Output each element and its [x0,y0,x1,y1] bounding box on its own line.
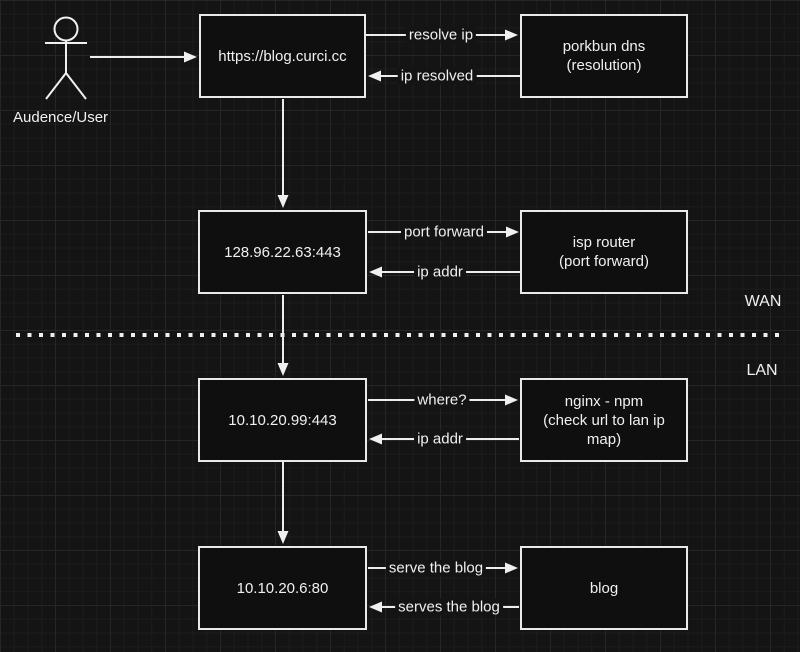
node-lan-proxy: 10.10.20.99:443 [198,378,367,462]
node-wan-ip: 128.96.22.63:443 [198,210,367,294]
edge-label-resolve-ip: resolve ip [405,26,477,44]
service-blog-label: blog [589,579,619,597]
node-wan-ip-label: 128.96.22.63:443 [224,243,341,261]
node-lan-proxy-label: 10.10.20.99:443 [228,411,337,429]
edge-label-port-forward: port forward [400,223,488,241]
service-isp-router: isp router (port forward) [520,210,688,294]
service-nginx-npm-label: nginx - npm (check url to lan ip map) [543,392,665,448]
service-isp-router-label: isp router (port forward) [558,234,650,270]
node-url-label: https://blog.curci.cc [218,47,347,65]
edge-label-serves-the-blog: serves the blog [395,598,503,616]
wan-lan-separator-dotted-line [16,333,782,337]
actor-label: Audence/User [13,109,109,126]
edge-label-serve-the-blog: serve the blog [385,559,487,577]
node-url: https://blog.curci.cc [199,14,366,98]
edge-label-ip-resolved: ip resolved [397,67,477,85]
edge-label-where: where? [414,391,470,409]
service-nginx-npm: nginx - npm (check url to lan ip map) [520,378,688,462]
node-lan-web: 10.10.20.6:80 [198,546,367,630]
lan-zone-label: LAN [746,362,778,379]
edge-label-ip-addr-lan: ip addr [414,430,466,448]
service-porkbun-dns: porkbun dns (resolution) [520,14,688,98]
wan-zone-label: WAN [744,293,782,310]
edge-label-ip-addr-wan: ip addr [414,263,466,281]
stick-figure-icon [45,16,87,100]
service-blog: blog [520,546,688,630]
node-lan-web-label: 10.10.20.6:80 [236,579,329,597]
service-porkbun-dns-label: porkbun dns (resolution) [562,38,646,74]
